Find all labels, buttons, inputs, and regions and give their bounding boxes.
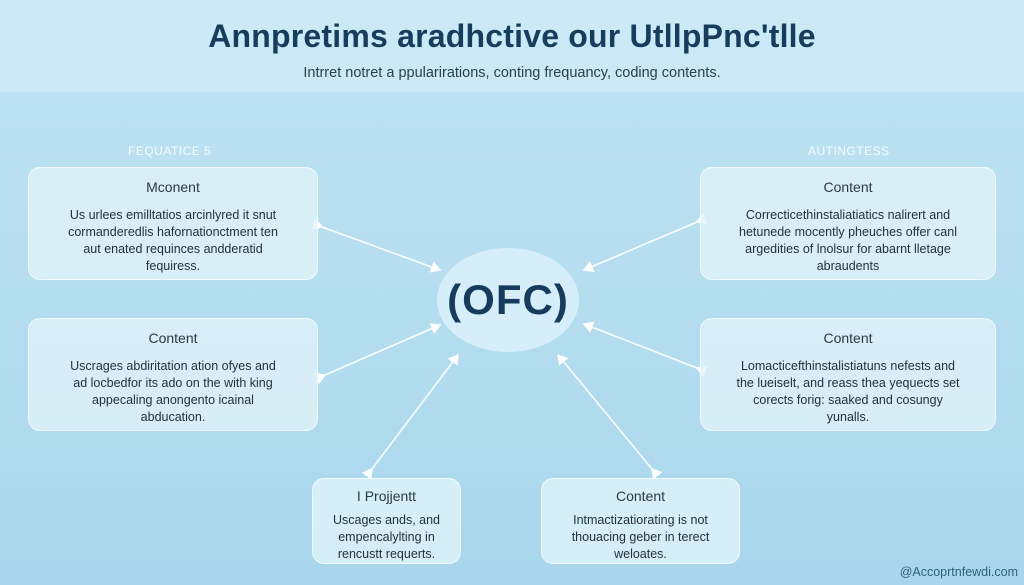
box-line: yunalls. [826, 410, 870, 424]
box-line: corects forig: saaked and cosungy [753, 393, 943, 407]
box-line: argedities of lnolsur for abarnt lletage [745, 242, 951, 256]
box-line: thouacing geber in terect [571, 530, 710, 544]
header-band [0, 0, 1024, 92]
box-line: the lueiselt, and reass thea yequects se… [736, 376, 960, 390]
box-title: Content [823, 330, 873, 346]
box-line: weloates. [614, 547, 667, 561]
arrow-mid-left [314, 323, 442, 385]
box-bottom-left: I Projjentt Uscages ands, and empencalyl… [312, 478, 461, 564]
box-line: fequiress. [145, 259, 201, 273]
box-line: appecaling anongento icainal [92, 393, 254, 407]
arrow-top-right [582, 212, 708, 273]
page-title: Annpretims aradhctive our UtllpPnc'tlle [208, 18, 816, 54]
box-line: cormanderedlis hafornationctment ten [68, 225, 278, 239]
box-title: Content [148, 330, 198, 346]
box-mid-left: Content Uscrages abdiritation ation ofye… [28, 318, 318, 431]
box-line: Lomacticefthinstalistiatuns nefests and [740, 359, 955, 373]
box-line: Uscages ands, and [332, 513, 440, 527]
box-line: Uscrages abdiritation ation ofyes and [70, 359, 276, 373]
box-top-right: Content Correcticethinstaliatiatics nali… [700, 167, 996, 280]
box-line: abraudents [816, 259, 880, 273]
box-bottom-right: Content Intmactizatiorating is not thoua… [541, 478, 740, 564]
box-line: ad locbedfor its ado on the with king [73, 376, 273, 390]
box-line: Correcticethinstaliatiatics nalirert and [745, 208, 951, 222]
box-mid-right: Content Lomacticefthinstalistiatuns nefe… [700, 318, 996, 431]
box-line: empencalylting in [338, 530, 435, 544]
box-line: abducation. [140, 410, 206, 424]
footer-credit: @Accoprtnfewdi.com [899, 565, 1018, 579]
left-section-label: FEQUATICE 5 [128, 144, 212, 158]
arrow-top-left [311, 218, 442, 273]
box-title: I Projjentt [356, 488, 417, 504]
box-line: hetunede mocently pheuches offer canl [739, 225, 957, 239]
box-title: Content [823, 179, 873, 195]
box-title: Mconent [146, 179, 200, 195]
arrow-bottom-right [557, 353, 663, 480]
center-node: (OFC) [437, 248, 579, 352]
arrow-mid-right [582, 321, 708, 377]
box-line: aut enated requinces andderatid [83, 242, 263, 256]
box-line: Intmactizatiorating is not [573, 513, 708, 527]
box-line: Us urlees emilltatios arcinlyred it snut [69, 208, 277, 222]
right-section-label: AUTINGTESS [808, 144, 890, 158]
page-subtitle: Intrret notret a ppularirations, conting… [303, 65, 721, 81]
box-line: rencustt requerts. [337, 547, 436, 561]
arrow-bottom-left [361, 353, 459, 480]
center-label: (OFC) [447, 276, 569, 323]
box-top-left: Mconent Us urlees emilltatios arcinlyred… [28, 167, 318, 280]
box-title: Content [615, 488, 666, 504]
